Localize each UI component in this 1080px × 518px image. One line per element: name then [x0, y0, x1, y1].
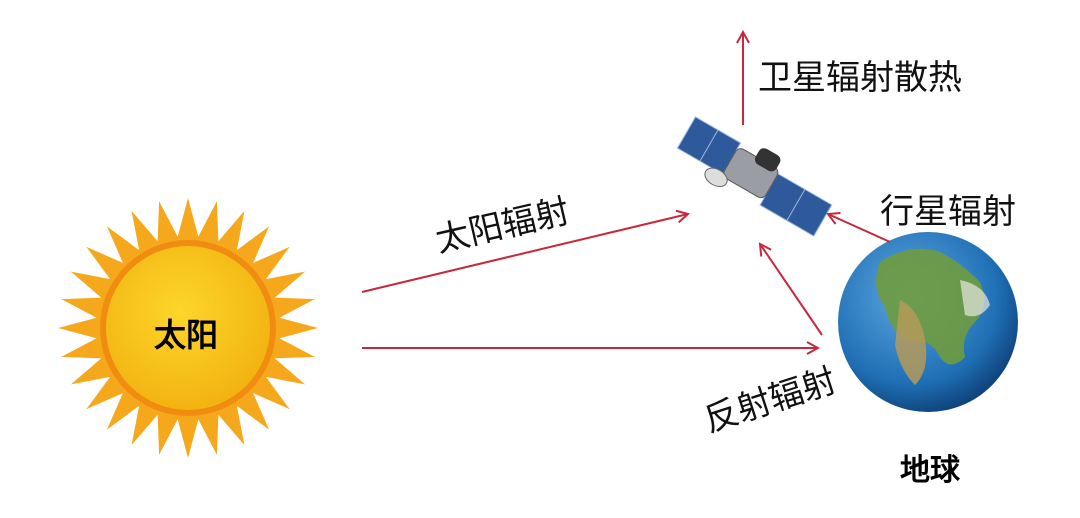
earth	[838, 232, 1018, 412]
satellite-heat-dissipation-label: 卫星辐射散热	[758, 58, 962, 98]
solar-radiation-to-satellite-arrow	[361, 214, 688, 293]
sun-label: 太阳	[154, 316, 219, 354]
sun-core	[106, 246, 270, 410]
satellite	[676, 116, 833, 237]
sun	[58, 198, 318, 458]
planetary-radiation-arrow	[828, 214, 891, 243]
earth-label: 地球	[900, 453, 960, 488]
planetary-radiation-label: 行星辐射	[880, 192, 1016, 232]
reflected-radiation-arrow	[760, 244, 823, 336]
